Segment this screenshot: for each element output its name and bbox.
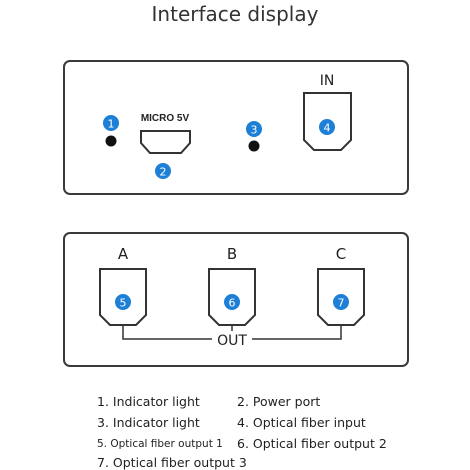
legend-item-7: 7. Optical fiber output 3 (97, 455, 247, 470)
indicator-light-1 (105, 135, 117, 147)
marker-7: 7 (333, 294, 349, 310)
marker-4: 4 (319, 119, 335, 135)
port-label-c: C (336, 245, 346, 263)
legend-item-1: 1. Indicator light (97, 394, 200, 409)
micro-usb-port (140, 130, 191, 154)
svg-text:3: 3 (251, 124, 258, 137)
indicator-light-3 (248, 140, 260, 152)
legend-item-3: 3. Indicator light (97, 415, 200, 430)
svg-text:5: 5 (120, 297, 127, 310)
diagram-title: Interface display (151, 2, 319, 26)
legend-item-2: 2. Power port (237, 394, 321, 409)
svg-text:4: 4 (324, 122, 331, 135)
in-label: IN (320, 73, 335, 89)
marker-5: 5 (115, 294, 131, 310)
marker-1: 1 (103, 115, 119, 131)
legend-item-5: 5. Optical fiber output 1 (97, 438, 223, 450)
out-label: OUT (217, 333, 247, 349)
port-label-a: A (118, 245, 129, 263)
svg-text:7: 7 (338, 297, 345, 310)
port-label-b: B (227, 245, 237, 263)
marker-6: 6 (224, 294, 240, 310)
svg-text:2: 2 (160, 166, 167, 179)
out-bracket (122, 325, 342, 340)
svg-text:6: 6 (229, 297, 236, 310)
marker-2: 2 (155, 163, 171, 179)
marker-3: 3 (246, 121, 262, 137)
legend-item-4: 4. Optical fiber input (237, 415, 366, 430)
svg-text:1: 1 (108, 118, 115, 131)
micro-5v-label: MICRO 5V (141, 113, 190, 124)
legend-item-6: 6. Optical fiber output 2 (237, 436, 387, 451)
